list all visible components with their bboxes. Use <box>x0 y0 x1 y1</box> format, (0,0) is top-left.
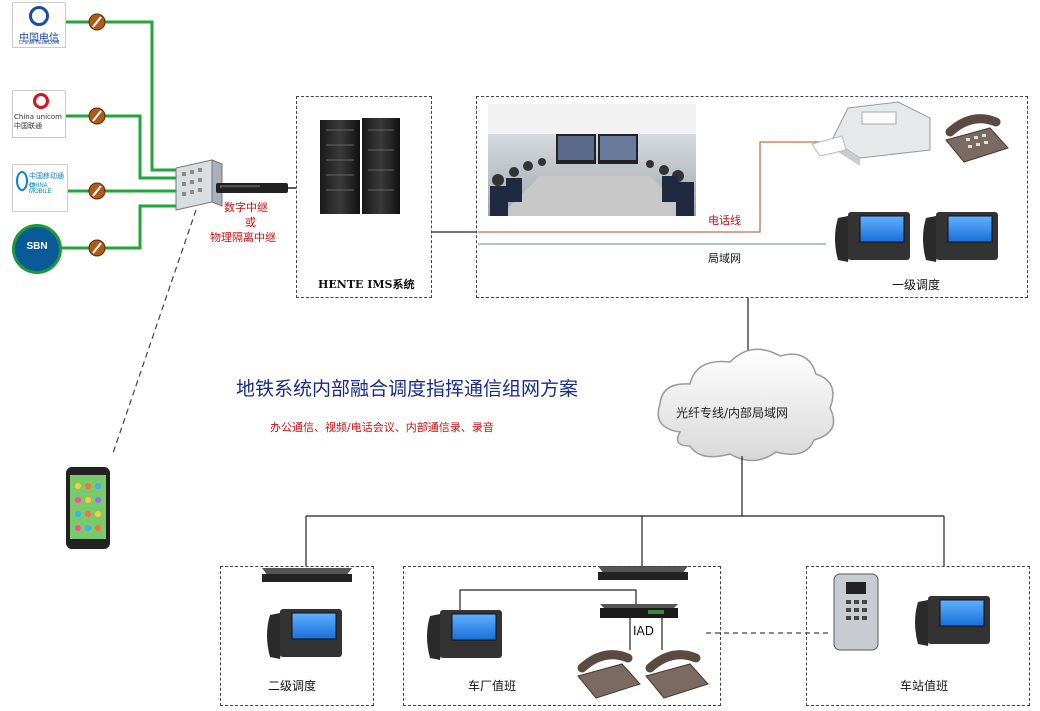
ip-phone-level1-b <box>923 212 998 262</box>
fax-machine-icon <box>811 101 931 166</box>
level2-dispatch-box <box>220 566 374 706</box>
level2-dispatch-label: 二级调度 <box>268 679 317 693</box>
level1-dispatch-label: 一级调度 <box>892 278 941 292</box>
depot-duty-box <box>403 566 721 706</box>
surge-arrester-icons <box>88 13 106 257</box>
patch-panel-icon <box>175 159 223 211</box>
cloud-label: 光纤专线/内部局域网 <box>676 406 789 420</box>
carrier-name-mobile: 中国移动通信 <box>29 172 64 190</box>
smartphone-icon <box>66 467 110 549</box>
switch-depot-icon <box>598 566 688 580</box>
carrier-name-unicom: China unicom中国联通 <box>14 113 62 130</box>
iad-device-icon <box>600 604 678 618</box>
analog-phone-depot-a <box>577 650 641 699</box>
carrier-links <box>60 20 180 250</box>
iad-label: IAD <box>633 624 654 638</box>
page-subtitle: 办公通信、视频/电话会议、内部通信录、录音 <box>270 421 494 434</box>
page-title: 地铁系统内部融合调度指挥通信组网方案 <box>236 378 579 400</box>
depot-duty-label: 车厂值班 <box>468 679 517 693</box>
trunk-label: 数字中继 <box>224 201 268 214</box>
phone-line-label: 电话线 <box>708 214 741 227</box>
ip-phone-level1-a <box>835 212 910 262</box>
carrier-sub-telecom: CHINA TELECOM <box>18 40 60 46</box>
phone-line <box>478 141 840 233</box>
china-telecom-logo: 中国电信 CHINA TELECOM <box>12 2 66 48</box>
analog-phone-depot-b <box>645 650 709 699</box>
wireless-link <box>111 209 197 457</box>
ip-phone-station <box>915 596 990 646</box>
ip-phone-level2 <box>267 609 342 659</box>
china-mobile-logo: 中国移动通信 CHINA MOBILE <box>12 164 68 212</box>
ims-system-box <box>296 96 432 298</box>
switch-level2-icon <box>262 568 352 582</box>
ims-server-racks-icon <box>320 118 400 214</box>
ims-system-label: HENTE IMS系统 <box>318 278 415 291</box>
door-intercom-icon <box>833 573 879 651</box>
network-cloud-icon <box>657 348 835 462</box>
station-duty-box <box>806 566 1030 706</box>
sbn-logo: SBN <box>12 224 62 274</box>
level1-dispatch-box <box>476 96 1028 298</box>
ip-phone-depot <box>427 610 502 660</box>
carrier-sub-mobile: CHINA MOBILE <box>29 183 52 195</box>
station-duty-label: 车站值班 <box>900 679 949 693</box>
analog-phone-icon <box>945 114 1009 163</box>
carrier-name-telecom: 中国电信 <box>19 33 59 44</box>
meeting-room-photo <box>488 104 696 216</box>
trunk-label-2: 物理隔离中继 <box>210 231 276 244</box>
carrier-name-sbn: SBN <box>26 241 48 252</box>
trunk-or-label: 或 <box>245 216 256 229</box>
china-unicom-logo: China unicom中国联通 <box>12 90 66 138</box>
lan-label: 局域网 <box>708 252 741 265</box>
